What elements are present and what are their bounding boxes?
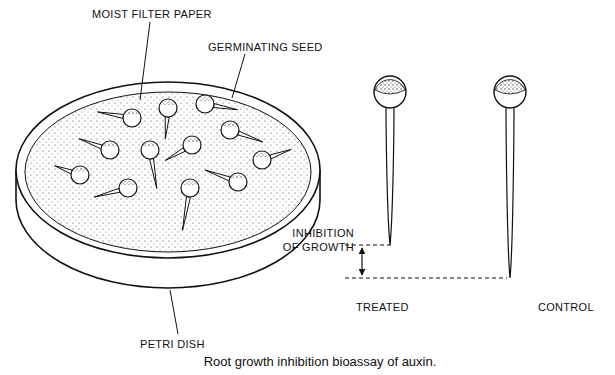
seed-root [205,170,230,181]
seed [141,141,159,159]
seed-root [165,148,185,161]
seedling-root [386,104,394,245]
seed-root [165,117,169,139]
seed-coat [73,168,87,172]
seed-root [55,166,73,174]
seed-coat [121,181,135,185]
seed-root [79,139,102,149]
seed-coat [183,181,197,185]
seed-coat [255,153,269,157]
leader-line [140,22,150,100]
seed [221,121,239,139]
filter-paper [25,92,311,252]
seed-coat [223,123,237,127]
seed [101,141,119,159]
seedlings [374,76,526,278]
dish-rim [16,82,320,258]
seed-root [98,112,124,118]
part-label: MOIST FILTER PAPER [92,7,212,21]
seed-coat [375,80,405,94]
seed-coat [231,175,245,179]
seedling-root [506,104,514,278]
dimension-label: INHIBITION OF GROWTH [278,226,354,255]
seedling-label: TREATED [356,300,409,314]
seedling-label: CONTROL [538,300,594,314]
seed-root [183,197,191,231]
seed-coat [185,138,199,142]
seed [229,173,247,191]
seed-coat [198,97,212,101]
seed [181,179,199,197]
part-label: GERMINATING SEED [208,40,323,54]
seeds [55,95,292,230]
seed-root [270,149,291,158]
seed [253,151,271,169]
part-label: PETRI DISH [140,337,205,351]
seed-root [238,131,263,142]
seed [119,179,137,197]
leader-line [232,54,245,98]
seed-root [94,188,120,197]
seed [71,166,89,184]
seed-coat [143,143,157,147]
seed-root [150,159,157,189]
seed [196,95,214,113]
dimension-arrow [361,248,362,275]
seed-coat [495,80,525,94]
leader-line [170,290,178,334]
seed [183,136,201,154]
seed-coat [103,143,117,147]
seed-root [214,104,238,110]
seed-coat [161,101,175,105]
dashed-line [345,278,507,279]
seedling-seed [374,76,406,108]
seed [159,99,177,117]
seed [123,109,141,127]
seed-coat [125,111,139,115]
seedling-seed [494,76,526,108]
figure-caption: Root growth inhibition bioassay of auxin… [204,354,437,369]
